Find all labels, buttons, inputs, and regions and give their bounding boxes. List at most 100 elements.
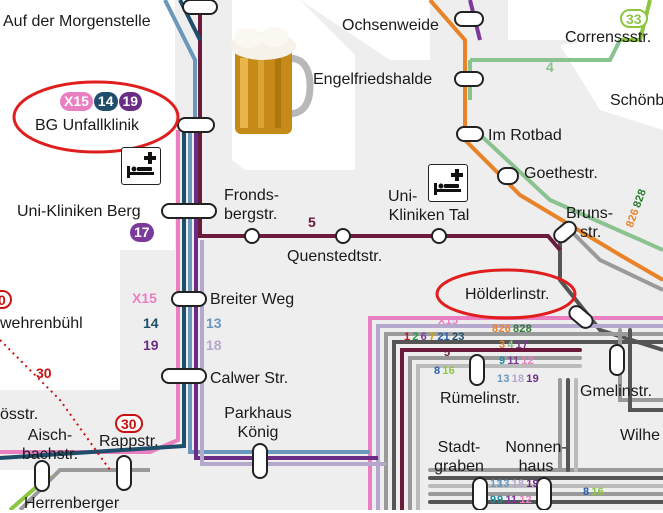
route-4: 4 [507, 339, 514, 351]
stop-schoenb[interactable]: Schönb [610, 92, 663, 109]
stop-corrensstr[interactable]: Correnssstr. [565, 29, 652, 46]
stop-rappstr[interactable]: Rappstr. [99, 433, 159, 450]
stop-uni-kliniken-berg[interactable]: Uni-Kliniken Berg [17, 203, 141, 220]
route-badge-edge[interactable]: 0 [0, 290, 12, 309]
route-19: 19 [526, 373, 539, 385]
stop-brunsstr-line2: str. [580, 224, 602, 241]
route-3: 3 [499, 339, 506, 351]
route-8-b: 8 [583, 486, 590, 498]
stop-frondsbergstr-line2: bergstr. [224, 206, 278, 223]
stop-wilhe[interactable]: Wilhe [620, 427, 661, 444]
stop-goethestr[interactable]: Goethestr. [524, 165, 598, 182]
route-2: 2 [412, 331, 419, 343]
hoelderlin-routes-row3: 5 [444, 347, 452, 360]
route-label-13: 13 [206, 315, 222, 331]
hoelderlin-routes-row1: X15 [438, 315, 460, 328]
route-9: 9 [499, 355, 506, 367]
route-16: 16 [442, 365, 455, 377]
highlight-hoelderlinstr [435, 268, 577, 320]
route-9-b: 9 [497, 494, 504, 506]
stop-stadtgraben-line1: Stadt- [437, 439, 481, 456]
route-badge-x15[interactable]: X15 [60, 92, 93, 111]
stop-frondsbergstr-line1: Fronds- [224, 187, 280, 204]
route-label-19: 19 [143, 337, 159, 353]
stop-parkhaus-koenig-line2: König [237, 424, 279, 441]
route-12: 12 [521, 355, 534, 367]
stop-aischbachstr-line1: Aisch- [27, 427, 73, 444]
route-18: 18 [511, 373, 525, 385]
route-label-30: 30 [36, 365, 52, 381]
route-21: 21 [437, 331, 450, 343]
stop-brunsstr[interactable]: Bruns-str. [566, 204, 613, 242]
route-826: 826 [492, 323, 511, 335]
stop-stadtgraben-line2: graben [434, 458, 484, 475]
stop-auf-der-morgenstelle[interactable]: Auf der Morgenstelle [3, 13, 151, 30]
stop-nonnenhaus[interactable]: Nonnen-haus [500, 438, 572, 476]
hospital-icon [121, 147, 161, 185]
stop-uni-kliniken-tal-line1: Uni- [388, 188, 418, 205]
route-7: 7 [428, 331, 436, 343]
beer-mug-icon [230, 27, 314, 134]
route-label-4: 4 [546, 59, 554, 75]
route-23: 23 [451, 331, 465, 343]
stop-nonnenhaus-line2: haus [518, 458, 554, 475]
route-badge-33[interactable]: 33 [620, 9, 648, 28]
route-8: 8 [434, 365, 441, 377]
stadtgraben-route-13: 13 [490, 478, 503, 490]
stop-im-rotbad[interactable]: Im Rotbad [488, 127, 562, 144]
stop-roesstr[interactable]: össtr. [0, 406, 39, 423]
route-19-b: 19 [526, 478, 539, 490]
stop-hoelderlinstr[interactable]: Hölderlinstr. [465, 286, 550, 303]
route-badge-17[interactable]: 17 [130, 223, 154, 242]
berg-route-badge: 17 [130, 223, 155, 242]
route-11-b: 11 [505, 494, 518, 506]
route-5: 5 [444, 347, 451, 359]
route-x15: X15 [438, 315, 459, 327]
stop-herrenberger[interactable]: Herrenberger [24, 495, 120, 512]
route-13-b: 13 [497, 478, 510, 490]
route-badge-19[interactable]: 19 [118, 92, 143, 111]
route-label-14: 14 [143, 315, 159, 331]
stop-nonnenhaus-line1: Nonnen- [505, 439, 567, 456]
stop-ruemelinstr[interactable]: Rümelinstr. [440, 390, 521, 407]
route-label-18: 18 [206, 337, 222, 353]
stop-bg-unfallklinik[interactable]: BG Unfallklinik [35, 117, 140, 134]
route-13: 13 [497, 373, 510, 385]
stop-wehrenbuehl[interactable]: wehrenbühl [0, 315, 83, 332]
route-badge-30[interactable]: 30 [115, 414, 143, 433]
stop-aischbachstr[interactable]: Aisch-bachstr. [20, 426, 80, 464]
route-18-b: 18 [511, 478, 525, 490]
route-16-b: 16 [591, 486, 604, 498]
stop-uni-kliniken-tal[interactable]: Uni-Kliniken Tal [384, 187, 474, 225]
stop-aischbachstr-line2: bachstr. [21, 446, 79, 463]
stop-gmelinstr[interactable]: Gmelinstr. [580, 383, 653, 400]
highlight-bg-unfallklinik [12, 80, 180, 154]
route-6: 6 [420, 331, 427, 343]
route-badge-14[interactable]: 14 [93, 92, 118, 111]
station-markers [34, 0, 625, 510]
stop-calwer-str[interactable]: Calwer Str. [210, 370, 289, 387]
stop-ochsenweide[interactable]: Ochsenweide [342, 17, 439, 34]
stop-breiter-weg[interactable]: Breiter Weg [210, 291, 295, 308]
route-12-b: 12 [519, 494, 532, 506]
stop-frondsbergstr[interactable]: Fronds-bergstr. [224, 186, 279, 224]
stop-quenstedtstr[interactable]: Quenstedtstr. [287, 248, 383, 265]
route-828: 828 [512, 323, 532, 335]
stop-stadtgraben[interactable]: Stadt-graben [428, 438, 490, 476]
route-label-x15: X15 [132, 290, 157, 306]
line-30-dotted [0, 339, 111, 471]
stadtgraben-route-9: 9 [490, 494, 497, 506]
stop-engelfriedshalde[interactable]: Engelfriedshalde [313, 71, 433, 88]
route-1: 1 [404, 331, 411, 343]
route-17: 17 [515, 339, 529, 351]
